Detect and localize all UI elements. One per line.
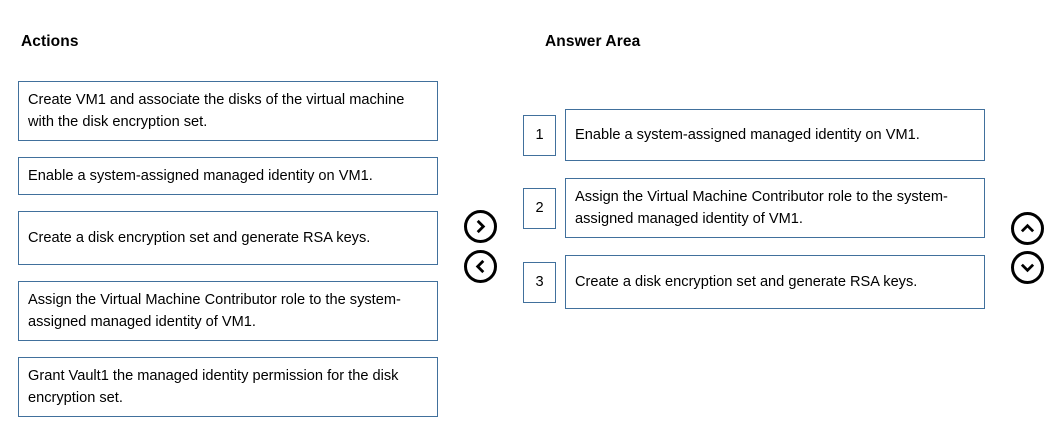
answer-row[interactable]: 3 Create a disk encryption set and gener… <box>523 255 985 309</box>
answer-area-column-title: Answer Area <box>545 33 641 50</box>
chevron-up-circle-icon[interactable] <box>1011 212 1044 245</box>
answer-order-number: 2 <box>523 187 556 229</box>
answer-row[interactable]: 1 Enable a system-assigned managed ident… <box>523 109 985 161</box>
action-item[interactable]: Grant Vault1 the managed identity permis… <box>18 357 438 417</box>
action-item[interactable]: Assign the Virtual Machine Contributor r… <box>18 281 438 341</box>
answer-item[interactable]: Assign the Virtual Machine Contributor r… <box>565 178 985 238</box>
actions-column-title: Actions <box>21 33 79 50</box>
chevron-down-circle-icon[interactable] <box>1011 251 1044 284</box>
action-item[interactable]: Create a disk encryption set and generat… <box>18 211 438 265</box>
chevron-left-circle-icon[interactable] <box>464 250 497 283</box>
answer-order-number: 1 <box>523 114 556 156</box>
answer-order-number: 3 <box>523 261 556 303</box>
chevron-right-circle-icon[interactable] <box>464 210 497 243</box>
answer-area-list: 1 Enable a system-assigned managed ident… <box>523 109 985 326</box>
answer-item[interactable]: Create a disk encryption set and generat… <box>565 255 985 309</box>
actions-list: Create VM1 and associate the disks of th… <box>18 81 438 433</box>
answer-row[interactable]: 2 Assign the Virtual Machine Contributor… <box>523 178 985 238</box>
answer-item[interactable]: Enable a system-assigned managed identit… <box>565 109 985 161</box>
action-item[interactable]: Enable a system-assigned managed identit… <box>18 157 438 195</box>
action-item[interactable]: Create VM1 and associate the disks of th… <box>18 81 438 141</box>
